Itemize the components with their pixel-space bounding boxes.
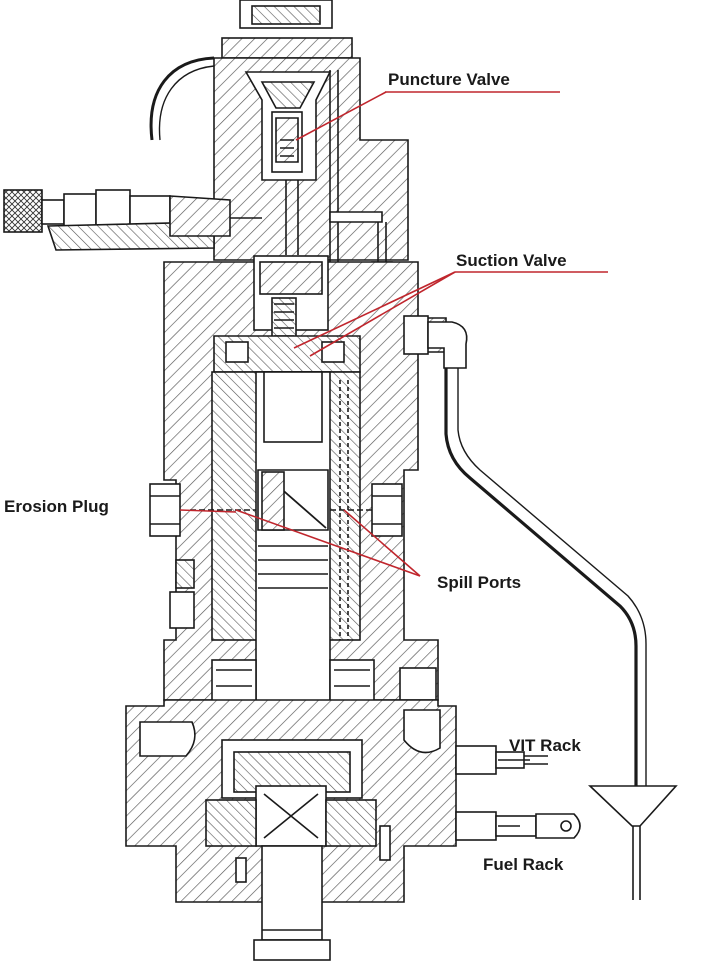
label-spill-ports: Spill Ports bbox=[437, 573, 522, 592]
label-leader-lines bbox=[179, 91, 608, 577]
suction-valve-leader-b bbox=[309, 271, 456, 357]
erosion-plug-left bbox=[149, 483, 181, 537]
label-vit-rack: VIT Rack bbox=[509, 736, 581, 755]
drain-funnel bbox=[588, 785, 678, 827]
cable-sheath bbox=[3, 189, 43, 233]
label-puncture-valve: Puncture Valve bbox=[388, 70, 510, 89]
erosion-plug-right bbox=[371, 483, 403, 537]
erosion-plug-leader bbox=[179, 509, 237, 513]
label-erosion-plug: Erosion Plug bbox=[4, 497, 109, 516]
puncture-valve-leader bbox=[295, 91, 387, 141]
suction-valve-leader-a bbox=[293, 271, 456, 349]
spill-port-leader-left bbox=[235, 509, 421, 577]
label-suction-valve: Suction Valve bbox=[456, 251, 567, 270]
label-fuel-rack: Fuel Rack bbox=[483, 855, 564, 874]
spill-port-leader-right bbox=[343, 509, 421, 577]
valve-cap bbox=[221, 37, 353, 59]
